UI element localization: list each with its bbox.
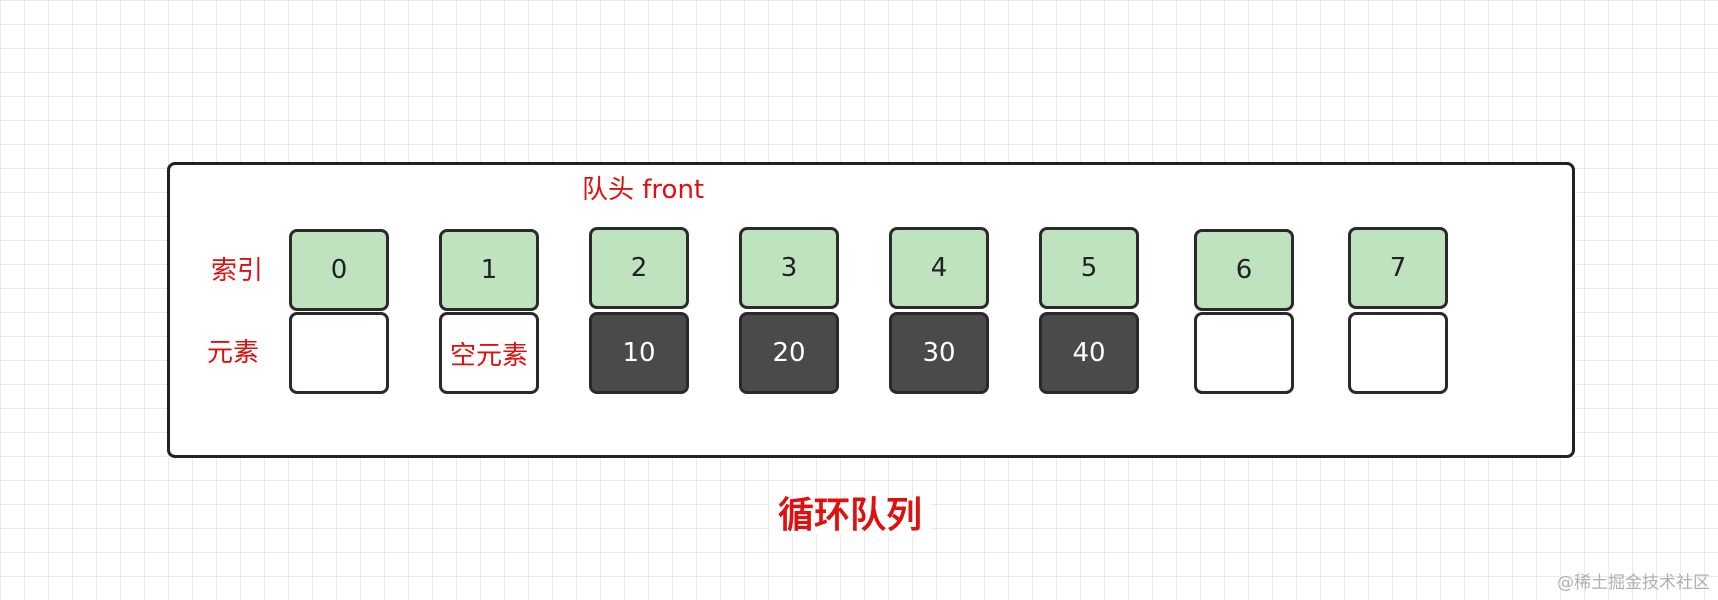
element-cell-0 (289, 312, 389, 394)
front-pointer-label: 队头 front (582, 175, 705, 205)
index-cell-7: 7 (1348, 227, 1448, 309)
element-cell-5: 40 (1039, 312, 1139, 394)
queue-frame (167, 162, 1575, 458)
index-cell-2: 2 (589, 227, 689, 309)
index-cell-5: 5 (1039, 227, 1139, 309)
element-cell-2: 10 (589, 312, 689, 394)
index-cell-6: 6 (1194, 229, 1294, 311)
element-cell-1: 空元素 (439, 312, 539, 394)
element-row-label: 元素 (193, 340, 273, 366)
diagram-title: 循环队列 (770, 498, 930, 534)
index-cell-1: 1 (439, 229, 539, 311)
element-cell-3: 20 (739, 312, 839, 394)
element-cell-7 (1348, 312, 1448, 394)
index-cell-3: 3 (739, 227, 839, 309)
element-cell-4: 30 (889, 312, 989, 394)
index-cell-0: 0 (289, 229, 389, 311)
element-cell-6 (1194, 312, 1294, 394)
watermark-text: @稀土掘金技术社区 (1557, 573, 1710, 593)
index-cell-4: 4 (889, 227, 989, 309)
index-row-label: 索引 (197, 258, 277, 284)
